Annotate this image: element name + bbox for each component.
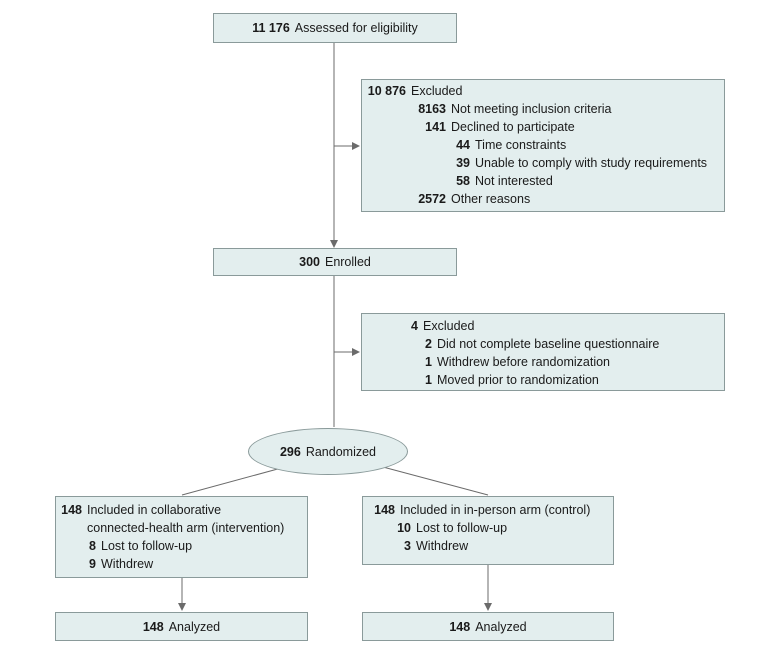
excluded-2-item-label: Moved prior to randomization — [437, 373, 599, 387]
assessed-box: 11 176 Assessed for eligibility — [213, 13, 457, 43]
excluded-1-count: 10 876 — [367, 84, 406, 98]
control-item-count: 10 — [397, 521, 411, 535]
excluded-2-count: 4 — [411, 319, 418, 333]
intervention-arm-count: 148 — [61, 503, 82, 517]
excluded-1-subitem-count: 39 — [456, 156, 470, 170]
control-arm-box: 148 Included in in-person arm (control) 1… — [362, 496, 614, 565]
excluded-1-subitem-label: Not interested — [475, 174, 553, 188]
excluded-1-item-count: 141 — [425, 120, 446, 134]
branch-line-left — [181, 466, 286, 496]
excluded-2-item-label: Withdrew before randomization — [437, 355, 610, 369]
intervention-item-count: 9 — [89, 557, 96, 571]
excluded-2-item-label: Did not complete baseline questionnaire — [437, 337, 660, 351]
excluded-1-subitem-count: 44 — [456, 138, 470, 152]
control-item-label: Withdrew — [416, 539, 469, 553]
analyzed-right-label: Analyzed — [475, 619, 527, 634]
intervention-item-label: Lost to follow-up — [101, 539, 193, 553]
branch-line-right — [382, 466, 489, 496]
excluded-1-item-label: Not meeting inclusion criteria — [451, 102, 612, 116]
excluded-box-1: 10 876 Excluded 8163 Not meeting inclusion… — [361, 79, 725, 212]
randomized-oval: 296 Randomized — [248, 428, 408, 475]
control-arm-count: 148 — [374, 503, 395, 517]
excluded-1-subitem-label: Time constraints — [475, 138, 567, 152]
excluded-1-label: Excluded — [411, 84, 463, 98]
assessed-label: Assessed for eligibility — [294, 21, 418, 35]
randomized-label: Randomized — [305, 444, 377, 459]
excluded-2-label: Excluded — [423, 319, 475, 333]
intervention-item-label: Withdrew — [101, 557, 154, 571]
excluded-1-subitem-count: 58 — [456, 174, 470, 188]
enrolled-count: 300 — [299, 255, 320, 269]
randomized-count: 296 — [279, 444, 301, 459]
excluded-2-item-count: 1 — [425, 373, 432, 387]
excluded-1-item-count: 2572 — [418, 192, 446, 206]
analyzed-right-count: 148 — [449, 619, 471, 634]
analyzed-left-count: 148 — [142, 619, 164, 634]
analyzed-left-box: 148 Analyzed — [55, 612, 308, 641]
enrolled-box: 300 Enrolled — [213, 248, 457, 276]
excluded-1-subitem-label: Unable to comply with study requirements — [475, 156, 708, 170]
excluded-box-2: 4 Excluded 2 Did not complete baseline que… — [361, 313, 725, 391]
control-item-label: Lost to follow-up — [416, 521, 508, 535]
control-item-count: 3 — [404, 539, 411, 553]
analyzed-right-box: 148 Analyzed — [362, 612, 614, 641]
intervention-arm-label-line2: connected-health arm (intervention) — [87, 521, 285, 535]
excluded-2-item-count: 2 — [425, 337, 432, 351]
excluded-1-item-label: Declined to participate — [451, 120, 575, 134]
excluded-1-item-count: 8163 — [418, 102, 446, 116]
assessed-count: 11 176 — [252, 21, 290, 35]
analyzed-left-label: Analyzed — [168, 619, 221, 634]
excluded-2-item-count: 1 — [425, 355, 432, 369]
control-arm-label: Included in in-person arm (control) — [400, 503, 591, 517]
intervention-arm-label: Included in collaborative — [87, 503, 222, 517]
intervention-arm-box: 148 Included in collaborative connected-h… — [55, 496, 308, 578]
enrolled-label: Enrolled — [324, 255, 371, 269]
excluded-1-item-label: Other reasons — [451, 192, 531, 206]
intervention-item-count: 8 — [89, 539, 96, 553]
